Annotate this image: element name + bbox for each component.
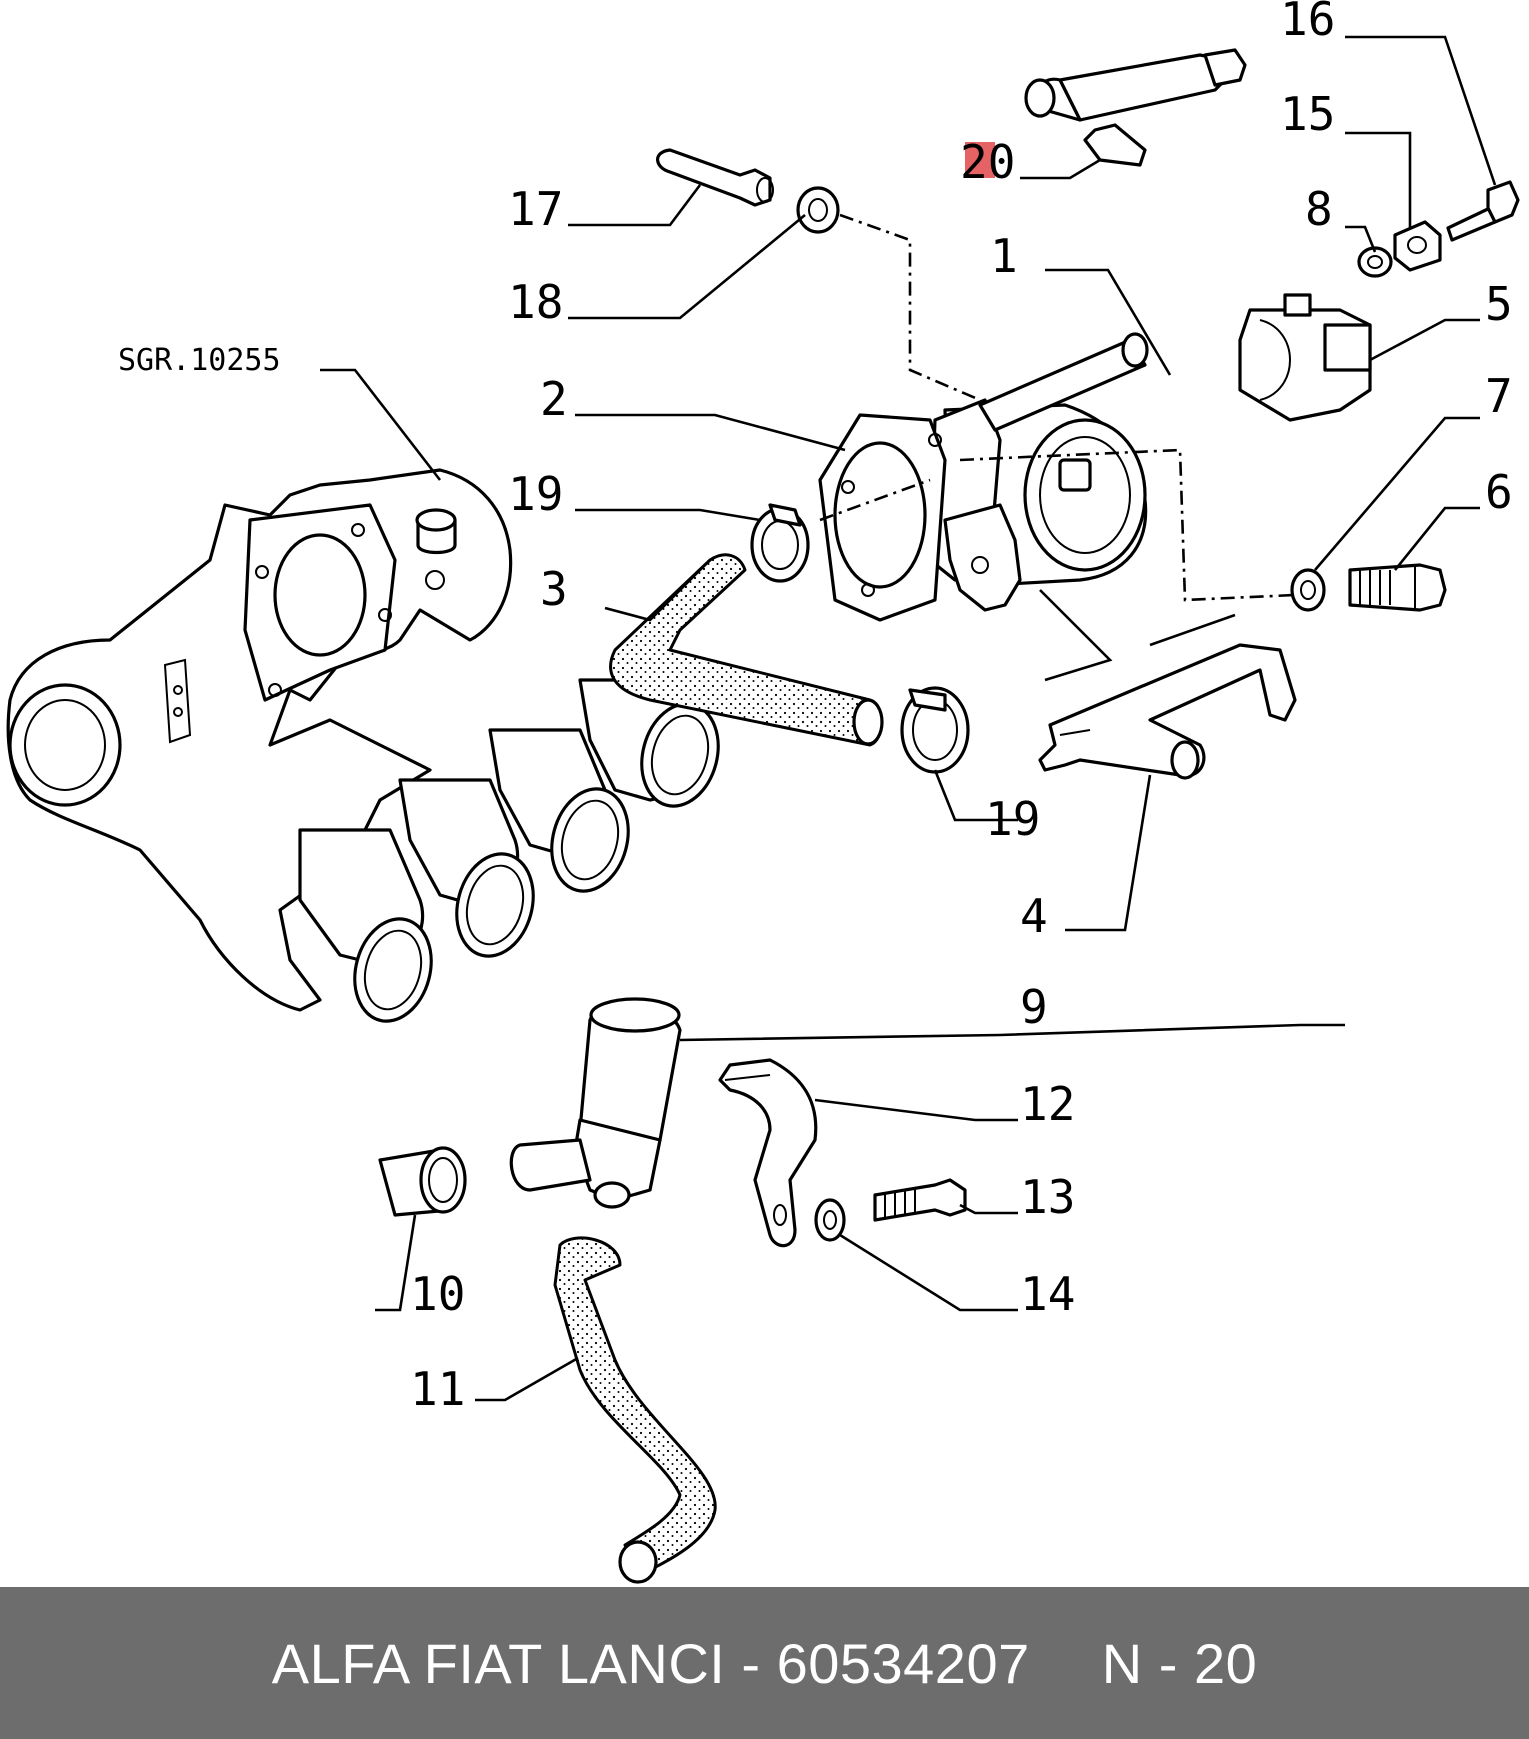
callout-19-lower: 19	[985, 792, 1040, 846]
callout-14: 14	[1020, 1267, 1075, 1321]
intake-manifold	[6, 468, 720, 1023]
fuel-hose	[553, 1236, 717, 1584]
screw-16	[1446, 180, 1520, 242]
footer-brand-part-number: ALFA FIAT LANCI - 60534207	[271, 1631, 1030, 1695]
callout-20: 20	[960, 135, 1015, 189]
leader-lines	[320, 35, 1497, 1402]
hose	[609, 553, 884, 747]
callout-10: 10	[410, 1267, 465, 1321]
callout-4: 4	[1020, 889, 1048, 943]
bolt-6	[1348, 563, 1447, 612]
footer-page-ref: N - 20	[1101, 1631, 1258, 1695]
callout-20-highlight	[965, 142, 995, 178]
hose-clamp-upper	[750, 503, 810, 583]
callout-1: 1	[990, 229, 1018, 283]
hose-clamp-lower	[900, 686, 970, 774]
throttle-body	[928, 332, 1149, 612]
callout-3: 3	[540, 562, 568, 616]
plate-15	[1393, 220, 1442, 272]
callout-7: 7	[1485, 369, 1513, 423]
callout-19-upper: 19	[508, 467, 563, 521]
idle-valve	[1024, 48, 1247, 167]
washer-7	[1290, 568, 1326, 612]
pump-bracket	[718, 1058, 818, 1248]
callout-2: 2	[540, 372, 568, 426]
callout-11: 11	[410, 1362, 465, 1416]
bolt-13	[873, 1178, 967, 1222]
parts-diagram: 1 2 3 4 5 6 7 8 9 10 11 12 13 14 15 16 1…	[6, 0, 1520, 1584]
exploded-view-drawing: 1 2 3 4 5 6 7 8 9 10 11 12 13 14 15 16 1…	[6, 0, 1520, 1584]
gasket	[818, 413, 947, 622]
callout-12: 12	[1020, 1077, 1075, 1131]
reference-code: SGR.10255	[118, 343, 281, 378]
callout-5: 5	[1485, 277, 1513, 331]
washer-18	[796, 186, 840, 234]
callout-6: 6	[1485, 465, 1513, 519]
callout-labels: 1 2 3 4 5 6 7 8 9 10 11 12 13 14 15 16 1…	[118, 0, 1513, 1416]
fuel-filter	[378, 1146, 467, 1217]
callout-15: 15	[1280, 87, 1335, 141]
nut-8	[1357, 246, 1393, 278]
callout-8: 8	[1305, 182, 1333, 236]
fuel-pump	[509, 997, 682, 1209]
callout-13: 13	[1020, 1170, 1075, 1224]
throttle-bracket	[1038, 643, 1297, 780]
callout-9: 9	[1020, 980, 1048, 1034]
callout-16: 16	[1280, 0, 1335, 46]
assembly-lines	[819, 213, 1296, 602]
callout-17: 17	[508, 182, 563, 236]
footer-bar: ALFA FIAT LANCI - 60534207 N - 20	[0, 1587, 1529, 1739]
washer-14	[814, 1198, 846, 1242]
callout-18: 18	[508, 275, 563, 329]
throttle-position-sensor	[1238, 293, 1372, 422]
union-bolt-17	[656, 148, 774, 207]
